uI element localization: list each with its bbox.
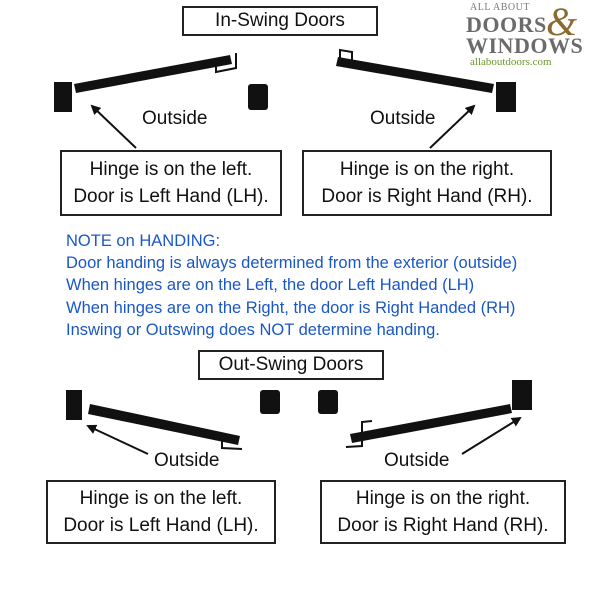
- outswing-right-info-box: Hinge is on the right. Door is Right Han…: [320, 480, 566, 544]
- inswing-left-outside-label: Outside: [142, 108, 208, 129]
- inswing-left-arrow: [90, 104, 137, 149]
- inswing-right-info-box: Hinge is on the right. Door is Right Han…: [302, 150, 552, 216]
- logo-line-3: WINDOWS: [466, 33, 584, 58]
- outswing-right-door-icon: [318, 380, 532, 455]
- outswing-left-strike-jamb: [260, 390, 280, 414]
- inswing-title: In-Swing Doors: [215, 10, 345, 31]
- inswing-left-door-handle: [215, 53, 237, 74]
- inswing-right-hinge-text: Hinge is on the right.: [339, 159, 515, 180]
- outswing-left-hinge-text: Hinge is on the left.: [79, 488, 243, 509]
- outswing-right-door-handle-lower: [345, 441, 363, 448]
- outswing-right-outside-label: Outside: [384, 450, 450, 471]
- outswing-right-door-handle: [361, 420, 373, 432]
- outswing-left-hand-text: Door is Left Hand (LH).: [63, 515, 259, 536]
- outswing-left-outside-label: Outside: [154, 450, 220, 471]
- inswing-left-hinge-jamb: [54, 82, 72, 112]
- inswing-right-outside-label: Outside: [370, 108, 436, 129]
- inswing-right-arrow: [429, 104, 476, 149]
- outswing-left-door-icon: [66, 390, 280, 455]
- note-line-4: Inswing or Outswing does NOT determine h…: [66, 320, 440, 339]
- outswing-left-door-handle: [221, 438, 243, 450]
- outswing-title: Out-Swing Doors: [218, 354, 364, 375]
- outswing-left-hinge-jamb: [66, 390, 82, 420]
- inswing-title-box: In-Swing Doors: [182, 6, 378, 36]
- outswing-right-arrow: [461, 416, 522, 455]
- logo-line-2: DOORS: [466, 12, 547, 37]
- note-line-3: When hinges are on the Right, the door i…: [66, 298, 516, 317]
- outswing-left-door-leaf: [88, 404, 240, 445]
- logo-ampersand: &: [546, 0, 578, 44]
- handing-note: NOTE on HANDING: Door handing is always …: [66, 230, 517, 341]
- inswing-left-door-icon: [54, 53, 268, 149]
- inswing-right-door-leaf: [336, 57, 494, 93]
- outswing-right-door-leaf: [350, 404, 512, 443]
- inswing-left-hinge-text: Hinge is on the left.: [89, 159, 253, 180]
- outswing-right-hinge-text: Hinge is on the right.: [355, 488, 531, 509]
- outswing-right-strike-jamb: [318, 390, 338, 414]
- note-line-1: Door handing is always determined from t…: [66, 254, 518, 273]
- logo-url: allaboutdoors.com: [470, 56, 552, 68]
- inswing-right-hinge-jamb: [496, 82, 516, 112]
- outswing-right-hand-text: Door is Right Hand (RH).: [337, 515, 549, 536]
- all-about-doors-windows-logo: ALL ABOUT DOORS & WINDOWS allaboutdoors.…: [466, 0, 598, 68]
- outswing-right-hinge-jamb: [512, 380, 532, 410]
- logo-line-1: ALL ABOUT: [470, 2, 530, 13]
- inswing-left-hand-text: Door is Left Hand (LH).: [73, 186, 269, 207]
- inswing-left-info-box: Hinge is on the left. Door is Left Hand …: [60, 150, 282, 216]
- outswing-left-info-box: Hinge is on the left. Door is Left Hand …: [46, 480, 276, 544]
- note-line-2: When hinges are on the Left, the door Le…: [66, 276, 475, 295]
- note-heading: NOTE on HANDING:: [66, 232, 221, 250]
- inswing-right-door-handle: [339, 48, 353, 63]
- inswing-left-door-leaf: [74, 55, 232, 93]
- outswing-title-box: Out-Swing Doors: [198, 350, 384, 380]
- inswing-left-strike-jamb: [248, 84, 268, 110]
- outswing-left-arrow: [86, 424, 149, 455]
- inswing-right-hand-text: Door is Right Hand (RH).: [321, 186, 533, 207]
- inswing-right-door-icon: [336, 48, 516, 149]
